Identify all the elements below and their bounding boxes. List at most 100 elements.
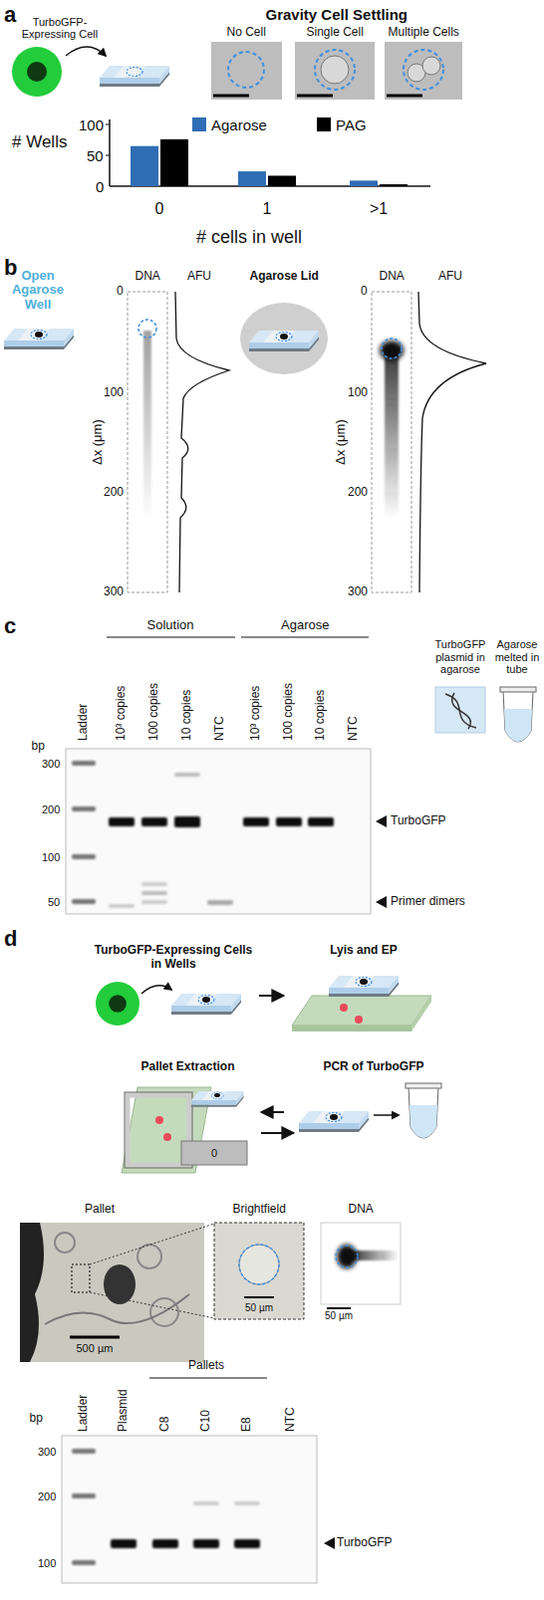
illustration-part: [89, 1293, 215, 1320]
figure-label: E8: [240, 1417, 255, 1433]
figure-label: Agarose melted in tube: [492, 638, 543, 677]
illustration-part: [105, 155, 110, 157]
legend-text: Agarose: [211, 116, 268, 134]
figure-label: # Wells: [11, 132, 67, 153]
illustration-part: [213, 94, 250, 98]
figure-label: 10³ copies: [249, 686, 264, 742]
illustration-part: [239, 1245, 279, 1286]
panel-c-art: [65, 637, 537, 915]
illustration-part: [141, 882, 168, 887]
illustration-part: [71, 761, 96, 767]
figure-label: 10³ copies: [114, 686, 129, 742]
illustration-part: [174, 773, 201, 778]
step-box: PCR of TurboGFP: [293, 1058, 454, 1196]
illustration-part: [141, 986, 172, 995]
illustration-part: [127, 291, 168, 593]
illustration-part: [371, 291, 412, 593]
illustration-part: [71, 899, 96, 905]
panel-letter: a: [3, 1, 16, 27]
figure-label: 100 copies: [147, 683, 162, 742]
illustration-part: [307, 817, 334, 827]
figure-label: Plasmid: [116, 1389, 131, 1433]
figure-label: 300: [103, 585, 124, 600]
illustration-part: [143, 330, 152, 521]
figure-label: Solution: [147, 618, 195, 634]
illustration-part: [359, 979, 368, 986]
illustration-part: [108, 904, 135, 909]
illustration-part: [103, 1265, 136, 1306]
figure-label: 0: [155, 200, 165, 219]
figure-label: bp: [29, 1412, 43, 1427]
illustration-part: [174, 816, 201, 828]
figure-label: 50 µm: [324, 1311, 353, 1324]
figure-label: 50: [86, 147, 104, 165]
figure-label: Ladder: [76, 704, 91, 742]
illustration-part: [244, 1297, 274, 1300]
legend-swatch: [316, 117, 331, 132]
legend-swatch: [192, 117, 207, 132]
figure-label: Δx (μm): [90, 419, 106, 466]
figure-label: 50 µm: [245, 1303, 273, 1316]
illustration-part: [375, 896, 387, 909]
illustration-part: [71, 854, 96, 860]
illustration-part: [175, 291, 230, 593]
illustration-part: [298, 1111, 369, 1133]
illustration-part: [61, 1436, 317, 1585]
step-title: PCR of TurboGFP: [297, 1060, 450, 1075]
figure-label: 200: [103, 486, 124, 501]
illustration-part: [214, 1223, 304, 1321]
figure-label: NTC: [346, 716, 361, 742]
figure-label: Open Agarose Well: [4, 269, 71, 314]
figure-label: 10 copies: [180, 690, 195, 742]
illustration-part: [44, 1295, 190, 1326]
figure-label: 100: [37, 1558, 56, 1572]
figure-label: 500 µm: [76, 1343, 114, 1357]
illustration-part: [435, 687, 486, 734]
illustration-part: [152, 1540, 179, 1550]
figure-label: 100 copies: [281, 683, 296, 742]
illustration-part: [452, 693, 472, 730]
illustration-part: [379, 184, 408, 187]
figure-label: AFU: [438, 270, 463, 284]
illustration-part: [106, 636, 236, 638]
panel-b-art: [3, 291, 487, 593]
illustration-part: [241, 636, 369, 638]
illustration-part: [160, 139, 189, 187]
illustration-part: [65, 46, 106, 56]
flow-arrow: [261, 1111, 284, 1114]
illustration-part: [149, 1377, 268, 1379]
illustration-part: [211, 41, 282, 100]
figure-label: No Cell: [227, 25, 267, 40]
illustration-part: [163, 1133, 172, 1142]
illustration-part: [373, 1114, 399, 1117]
flow-arrow: [259, 995, 284, 998]
illustration-part: [329, 1114, 338, 1121]
illustration-part: [127, 1095, 190, 1166]
legend-text: PAG: [335, 116, 367, 134]
illustration-part: [105, 124, 110, 126]
figure-label: 200: [37, 1491, 56, 1505]
illustration-part: [320, 1223, 401, 1306]
figure-label: Multiple Cells: [388, 25, 460, 40]
illustration-part: [418, 291, 487, 593]
illustration-part: [108, 817, 135, 827]
figure-label: 300: [41, 758, 60, 772]
illustration-part: [239, 1245, 279, 1286]
figure-label: NTC: [283, 1407, 298, 1433]
figure-label: Agarose Lid: [250, 270, 319, 284]
illustration-part: [141, 891, 168, 896]
illustration-part: [3, 328, 74, 350]
figure-label: 100: [103, 386, 124, 401]
figure-label: DNA: [348, 1203, 374, 1218]
illustration-part: [268, 176, 296, 188]
illustration-part: [193, 1502, 220, 1507]
illustration-part: [234, 1502, 261, 1507]
figure-label: Pallet: [84, 1203, 115, 1218]
illustration-part: [11, 46, 62, 97]
illustration-part: [326, 1308, 351, 1311]
illustration-part: [19, 1223, 205, 1363]
illustration-part: [291, 996, 432, 1033]
step-title: TurboGFP-Expressing Cells in Wells: [91, 943, 256, 973]
illustration-part: [71, 1494, 96, 1500]
